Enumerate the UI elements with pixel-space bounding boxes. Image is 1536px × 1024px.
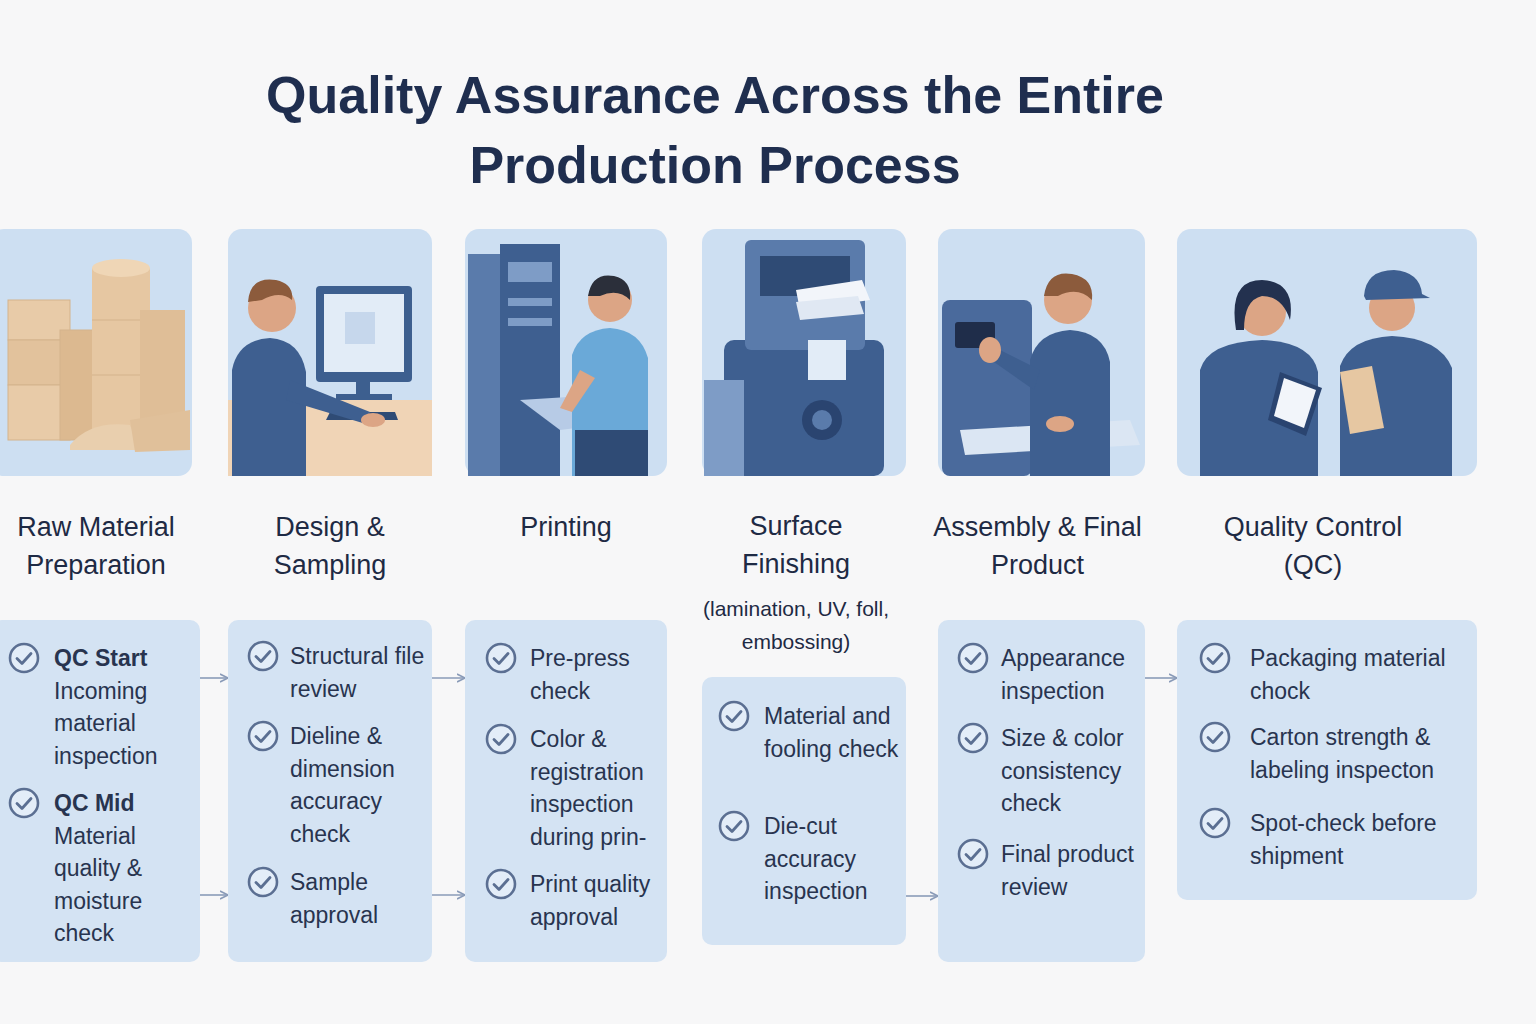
check-item: Packaging material chock (1250, 642, 1472, 707)
check-item: QC StartIncoming material inspection (54, 642, 194, 772)
check-text: Dieline & dimension accuracy check (290, 720, 432, 850)
stage-box: Raw Material PreparationQC StartIncoming… (0, 620, 200, 962)
stage-heading: Assembly & Final Product (933, 508, 1143, 584)
check-item: Appearance inspection (1001, 642, 1143, 707)
check-icon (1198, 720, 1232, 754)
check-icon (484, 641, 518, 675)
check-text: Spot-check before shipment (1250, 807, 1472, 872)
check-icon (7, 786, 41, 820)
check-icon (246, 865, 280, 899)
tile-finishing (702, 229, 906, 476)
check-text: Material and fooling check (764, 700, 904, 765)
flow-arrow (200, 677, 228, 679)
check-item: Color & registration inspection during p… (530, 723, 666, 853)
check-text: Packaging material chock (1250, 642, 1472, 707)
check-text: Structural file review (290, 640, 432, 705)
check-item: QC MidMaterial quality & moisture check (54, 787, 194, 950)
check-text: Color & registration inspection during p… (530, 723, 666, 853)
check-item: Sample approval (290, 866, 432, 931)
check-item: Material and fooling check (764, 700, 904, 765)
stage-heading: Quality Control (QC) (1203, 508, 1423, 584)
check-text: Pre-press check (530, 642, 666, 707)
check-item: Pre-press check (530, 642, 666, 707)
check-item: Structural file review (290, 640, 432, 705)
check-icon (484, 722, 518, 756)
check-text: Material quality & moisture check (54, 820, 194, 950)
stage-heading: Surface Finishing (716, 507, 876, 583)
stage-heading: Design & Sampling (245, 508, 415, 584)
check-text: Carton strength & labeling inspecton (1250, 721, 1472, 786)
check-icon (956, 837, 990, 871)
flow-arrow (432, 894, 465, 896)
check-item: Size & color consistency check (1001, 722, 1143, 820)
check-icon (956, 721, 990, 755)
stage-heading: Printing (466, 508, 666, 546)
flow-arrow (200, 894, 228, 896)
check-icon (1198, 641, 1232, 675)
stage-box: Quality Control (QC)Packaging material c… (1177, 620, 1477, 900)
check-text: Incoming material inspection (54, 675, 194, 773)
check-item: Die-cut accuracy inspection (764, 810, 904, 908)
tile-design (228, 229, 432, 476)
stage-subtitle: (lamination, UV, foll, embossing) (681, 592, 911, 658)
check-text: QC Mid (54, 787, 194, 820)
check-icon (7, 641, 41, 675)
check-item: Print quality approval (530, 868, 666, 933)
stage-box: PrintingPre-press checkColor & registrat… (465, 620, 667, 962)
check-icon (717, 699, 751, 733)
check-text: Sample approval (290, 866, 432, 931)
stage-box: Surface Finishing(lamination, UV, foll, … (702, 677, 906, 945)
check-icon (717, 809, 751, 843)
tile-printing (465, 229, 667, 476)
check-text: Appearance inspection (1001, 642, 1143, 707)
check-item: Spot-check before shipment (1250, 807, 1472, 872)
check-item: Dieline & dimension accuracy check (290, 720, 432, 850)
tile-assembly (938, 229, 1145, 476)
check-text: Die-cut accuracy inspection (764, 810, 904, 908)
check-icon (246, 719, 280, 753)
stage-box: Design & SamplingStructural file reviewD… (228, 620, 432, 962)
check-icon (246, 639, 280, 673)
check-item: Final product review (1001, 838, 1143, 903)
check-item: Carton strength & labeling inspecton (1250, 721, 1472, 786)
check-text: Final product review (1001, 838, 1143, 903)
flow-arrow (906, 895, 938, 897)
tile-qc (1177, 229, 1477, 476)
flow-arrow (432, 677, 465, 679)
diagram-title: Quality Assurance Across the Entire Prod… (255, 60, 1175, 200)
check-text: QC Start (54, 642, 194, 675)
tile-raw-material (0, 229, 192, 476)
check-icon (956, 641, 990, 675)
check-icon (484, 867, 518, 901)
stage-box: Assembly & Final ProductAppearance inspe… (938, 620, 1145, 962)
check-text: Print quality approval (530, 868, 666, 933)
check-text: Size & color consistency check (1001, 722, 1143, 820)
stage-heading: Raw Material Preparation (0, 508, 206, 584)
flow-arrow (1145, 677, 1177, 679)
check-icon (1198, 806, 1232, 840)
